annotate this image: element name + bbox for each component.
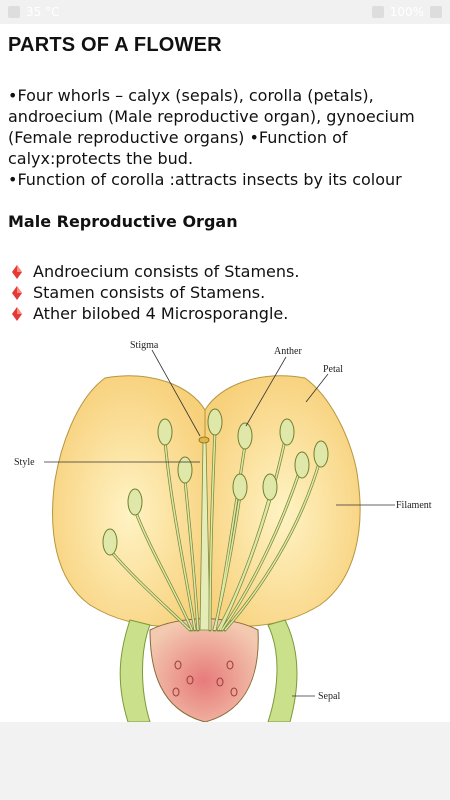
- list-item: Stamen consists of Stamens.: [8, 282, 442, 303]
- status-temp: 35 °C: [26, 5, 60, 19]
- anther: [207, 408, 223, 436]
- wifi-icon: [371, 6, 384, 18]
- page-title: PARTS OF A FLOWER: [8, 34, 222, 56]
- stigma: [198, 436, 210, 444]
- diamond-bullet-icon: [12, 264, 22, 279]
- article-content: PARTS OF A FLOWER •Four whorls – calyx (…: [8, 34, 442, 324]
- anther: [294, 451, 310, 479]
- anther: [232, 473, 248, 501]
- intro-line-3: (Female reproductive organs) •Function o…: [8, 128, 348, 147]
- anther: [102, 528, 118, 556]
- anther: [262, 473, 278, 501]
- diamond-bullet-icon: [12, 285, 22, 300]
- bullet-text: Ather bilobed 4 Microsporangle.: [33, 304, 289, 323]
- bullet-text: Androecium consists of Stamens.: [33, 262, 300, 281]
- intro-line-2: androecium (Male reproductive organ), gy…: [8, 107, 415, 126]
- label-petal: Petal: [323, 364, 343, 375]
- label-anther: Anther: [274, 346, 302, 357]
- status-left: 35 °C: [8, 5, 59, 19]
- section-heading: Male Reproductive Organ: [8, 212, 238, 231]
- sepal-right: [267, 619, 298, 722]
- label-stigma: Stigma: [130, 340, 159, 351]
- ovule: [226, 660, 234, 670]
- anther: [237, 422, 253, 450]
- anther: [157, 418, 173, 446]
- notification-icon: [8, 6, 20, 18]
- intro-line-5: •Function of corolla :attracts insects b…: [8, 170, 402, 189]
- label-sepal: Sepal: [318, 691, 340, 702]
- intro-line-1: •Four whorls – calyx (sepals), corolla (…: [8, 86, 374, 105]
- anther: [127, 488, 143, 516]
- ovule: [186, 675, 194, 685]
- petal-right: [204, 375, 361, 627]
- anther: [279, 418, 295, 446]
- ovule: [172, 687, 180, 697]
- status-right: 100%: [371, 5, 442, 19]
- ovary: [149, 618, 259, 722]
- ovule: [174, 660, 182, 670]
- intro-paragraph: •Four whorls – calyx (sepals), corolla (…: [8, 85, 442, 190]
- label-filament: Filament: [396, 500, 432, 511]
- label-style: Style: [14, 457, 35, 468]
- status-bar: 35 °C 100%: [0, 0, 450, 24]
- ovule: [216, 677, 224, 687]
- sepal-left: [119, 619, 151, 722]
- list-item: Ather bilobed 4 Microsporangle.: [8, 303, 442, 324]
- anther: [313, 440, 329, 468]
- bullet-list: Androecium consists of Stamens. Stamen c…: [8, 261, 442, 324]
- battery-text: 100%: [389, 5, 424, 19]
- bottom-area: [0, 722, 450, 800]
- battery-icon: [430, 6, 442, 18]
- anther: [177, 456, 193, 484]
- flower-diagram: Stigma Anther Petal Style Filament Sepal: [14, 340, 432, 722]
- bullet-text: Stamen consists of Stamens.: [33, 283, 266, 302]
- list-item: Androecium consists of Stamens.: [8, 261, 442, 282]
- intro-line-4: calyx:protects the bud.: [8, 149, 194, 168]
- ovule: [230, 687, 238, 697]
- diamond-bullet-icon: [12, 306, 22, 321]
